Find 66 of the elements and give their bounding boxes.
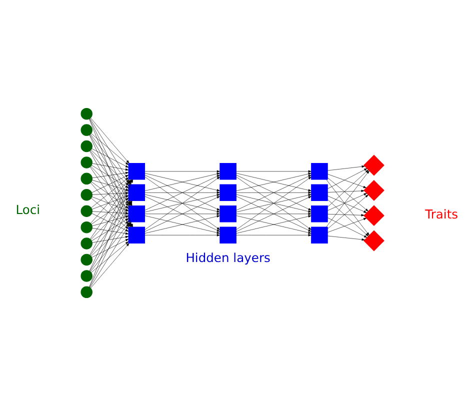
arrow: [144, 212, 220, 216]
arrow: [236, 192, 312, 194]
arrow: [326, 170, 370, 228]
arrow: [236, 170, 312, 173]
arrow: [92, 163, 129, 171]
arrow: [328, 168, 368, 189]
label: Loci: [16, 203, 40, 218]
node-box: [311, 163, 328, 180]
node-circle: [80, 221, 92, 234]
node-circle: [80, 254, 92, 266]
label: Traits: [425, 208, 458, 222]
node-box: [128, 163, 146, 180]
arrow: [92, 228, 129, 235]
node-box: [128, 184, 146, 202]
node-box: [220, 184, 236, 202]
node-circle: [80, 172, 92, 185]
arrow: [236, 196, 312, 232]
arrow: [328, 218, 367, 233]
arrow: [236, 174, 312, 210]
arrow: [144, 192, 220, 194]
node-box: [128, 206, 146, 222]
arrow: [91, 133, 129, 166]
node-circle: [80, 124, 92, 136]
node-circle: [80, 270, 92, 282]
node-circle: [80, 189, 92, 201]
arrow: [90, 118, 130, 164]
node-circle: [80, 108, 92, 120]
arrow: [326, 179, 370, 236]
arrow: [144, 170, 220, 173]
node-box: [311, 206, 328, 222]
node-circle: [80, 140, 92, 152]
node-circle: [80, 238, 92, 250]
arrow: [144, 196, 220, 232]
node-box: [220, 206, 236, 222]
arrow: [92, 236, 129, 243]
arrow: [92, 148, 129, 168]
arrow: [91, 241, 129, 273]
arrow: [92, 238, 129, 258]
node-box: [128, 226, 146, 244]
arrow: [236, 234, 312, 236]
arrow: [144, 176, 220, 230]
arrow: [328, 218, 368, 238]
arrow: [328, 199, 369, 236]
arrow: [144, 234, 220, 236]
node-box: [220, 226, 236, 244]
arrow: [90, 243, 130, 288]
node-circle: [80, 205, 92, 217]
arrow: [328, 190, 364, 192]
arrow: [328, 174, 366, 188]
node-circle: [80, 286, 92, 298]
arrow: [328, 214, 364, 216]
arrow: [328, 165, 365, 171]
arrow: [236, 212, 312, 216]
node-box: [311, 226, 328, 244]
label: Hidden layers: [186, 250, 270, 265]
arrow: [328, 236, 365, 241]
arrow: [92, 211, 129, 214]
arrow: [328, 170, 369, 208]
arrow: [236, 176, 312, 230]
arrow: [92, 172, 129, 178]
node-circle: [80, 156, 92, 168]
arrow: [328, 194, 368, 229]
node-box: [220, 163, 236, 180]
arrow: [144, 174, 220, 210]
arrow: [328, 178, 368, 212]
node-box: [311, 184, 328, 202]
